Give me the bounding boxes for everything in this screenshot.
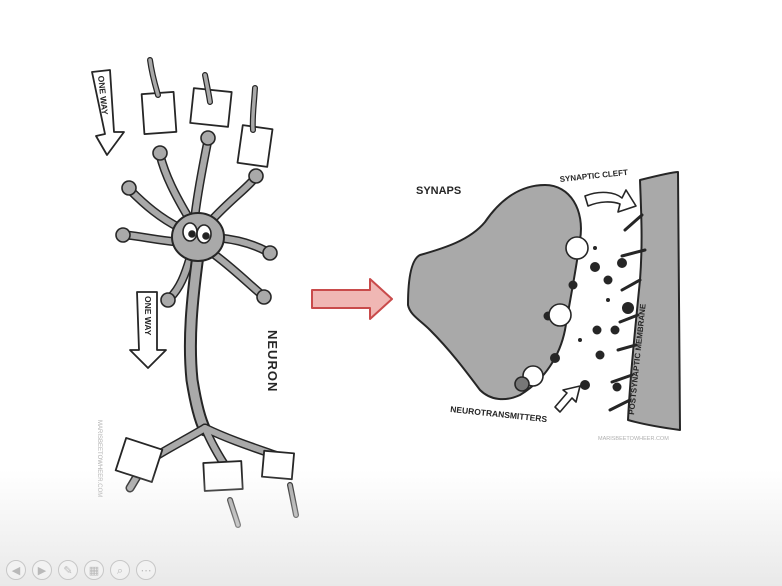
neuron-eyes (182, 222, 212, 244)
right-arrow (311, 278, 393, 320)
chevron-right-icon: ▶ (37, 563, 47, 577)
neuron-illustration (91, 57, 299, 528)
slides-overview-button[interactable]: ▦ (84, 560, 104, 580)
one-way-label-top: ONE WAY (96, 75, 110, 116)
grid-icon: ▦ (88, 563, 100, 577)
one-way-arrow-bottom (129, 291, 167, 369)
chevron-left-icon: ◀ (11, 563, 21, 577)
magnifier-icon: ⌕ (116, 563, 124, 577)
synapse-illustration (407, 171, 681, 431)
pen-tool-button[interactable]: ✎ (58, 560, 78, 580)
outgoing-papers (114, 437, 295, 492)
one-way-label-bottom: ONE WAY (143, 296, 153, 336)
incoming-papers (140, 87, 274, 168)
presynaptic-terminal (407, 184, 582, 401)
neuron-label: NEURON (265, 330, 280, 392)
zoom-button[interactable]: ⌕ (110, 560, 130, 580)
one-way-arrow-top (91, 69, 125, 156)
credit-right: MARISBEETOWHEER.COM (598, 436, 669, 442)
neurotransmitter-dots (543, 246, 634, 392)
pen-icon: ✎ (63, 563, 73, 577)
cleft-arrow (584, 189, 637, 213)
synaptic-cleft-label: SYNAPTIC CLEFT (559, 168, 628, 184)
neurotransmitter-arrow (554, 385, 581, 413)
next-slide-button[interactable]: ▶ (32, 560, 52, 580)
transmitter-characters (514, 236, 589, 392)
previous-slide-button[interactable]: ◀ (6, 560, 26, 580)
ellipsis-icon: ⋯ (140, 563, 152, 577)
credit-left: MARISBEETOWHEER.COM (96, 420, 102, 497)
synapse-title: SYNAPS (416, 185, 461, 197)
neurotransmitters-label: NEUROTRANSMITTERS (450, 404, 548, 424)
presentation-controls: ◀ ▶ ✎ ▦ ⌕ ⋯ (6, 558, 156, 582)
more-options-button[interactable]: ⋯ (136, 560, 156, 580)
dendrite-hands (115, 130, 278, 308)
